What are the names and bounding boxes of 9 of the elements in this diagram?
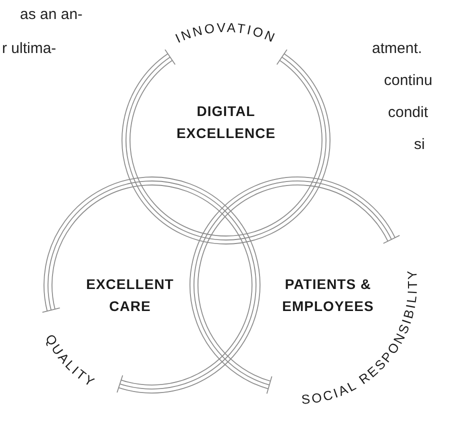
text-fragment: condit <box>388 104 428 121</box>
arc-label: INNOVATION <box>173 20 279 46</box>
text-fragment: r ultima- <box>2 40 56 57</box>
text-fragment: si <box>414 136 425 153</box>
circle-label: DIGITAL EXCELLENCE <box>175 102 277 143</box>
text-fragment: continu <box>384 72 432 89</box>
text-fragment: as an an- <box>20 6 83 23</box>
text-fragment: atment. <box>372 40 422 57</box>
circle-label: EXCELLENT CARE <box>85 275 175 316</box>
